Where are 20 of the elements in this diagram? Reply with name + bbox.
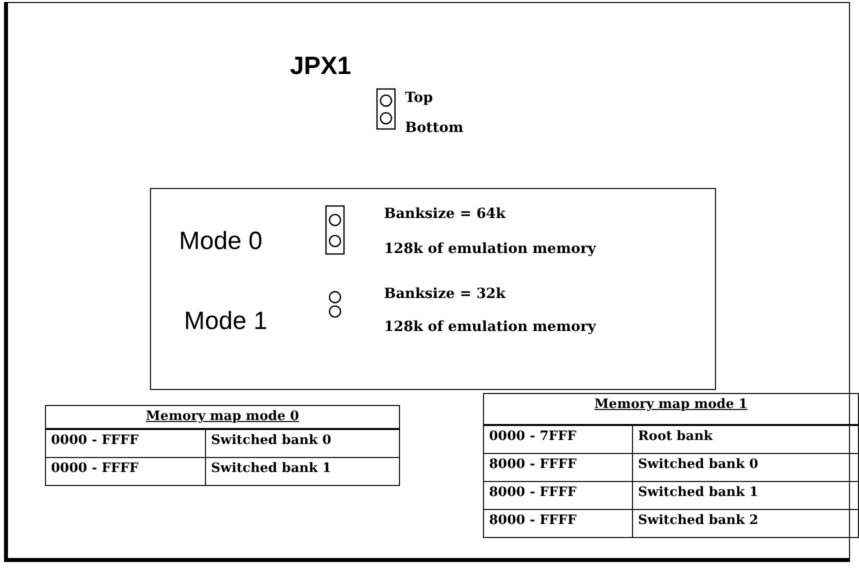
setting-text: 128k of emulation memory [384, 241, 596, 257]
setting-text: Banksize = 64k [384, 206, 506, 222]
address-range: 8000 - FFFF [483, 509, 633, 538]
bank-name: Switched bank 2 [632, 509, 859, 538]
pin-label: Top [405, 90, 433, 106]
setting-text: 128k of emulation memory [384, 319, 596, 335]
mode-label: Mode 0 [179, 227, 262, 256]
mode-label: Mode 1 [184, 307, 268, 336]
address-range: 0000 - FFFF [45, 429, 206, 458]
mode-panel [150, 188, 716, 390]
address-range: 0000 - 7FFF [483, 425, 633, 454]
bank-name: Switched bank 0 [205, 429, 400, 458]
setting-text: Banksize = 32k [384, 286, 506, 302]
table-title: Memory map mode 1 [483, 393, 859, 425]
bank-name: Switched bank 1 [205, 457, 400, 486]
jumper-label: JPX1 [290, 52, 352, 81]
table-title: Memory map mode 0 [45, 405, 400, 429]
bank-name: Root bank [632, 425, 859, 454]
address-range: 0000 - FFFF [45, 457, 206, 486]
pin-label: Bottom [405, 120, 464, 136]
